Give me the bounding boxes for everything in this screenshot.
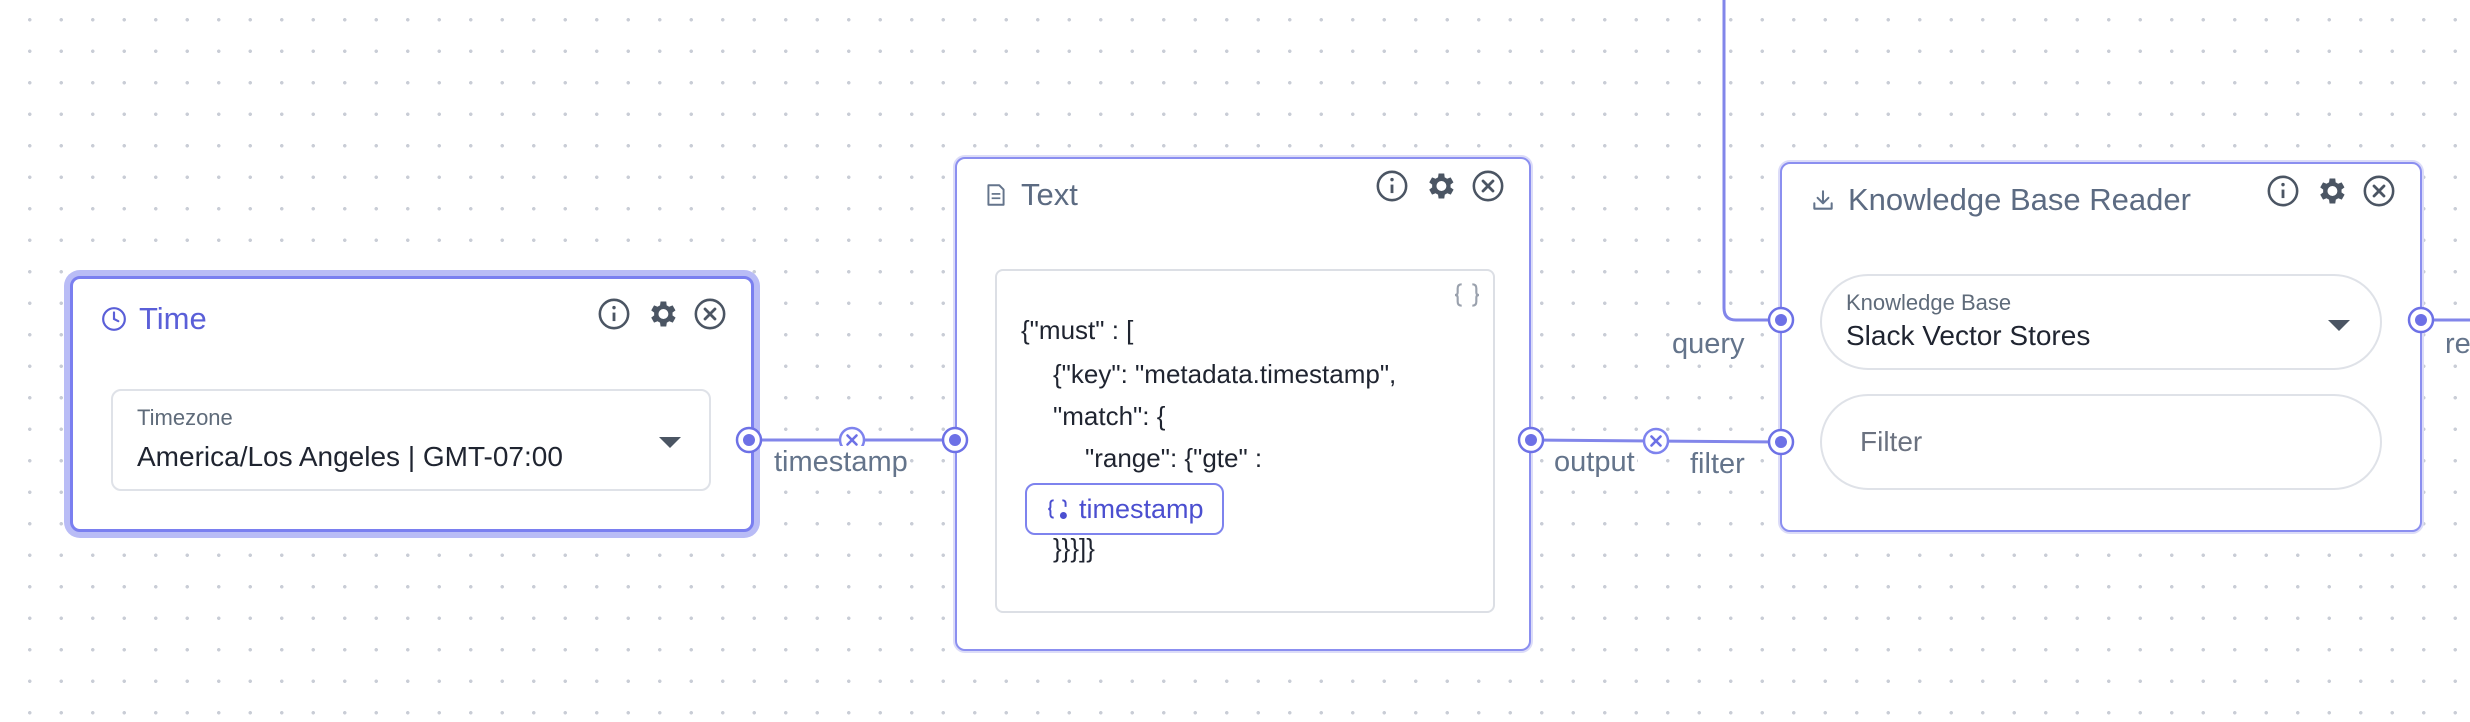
time-node[interactable]: Time Timezone America/Los Angeles | GMT-… — [70, 276, 754, 532]
kb-output-handle[interactable] — [2406, 305, 2436, 335]
kb-reader-header: Knowledge Base Reader — [1810, 182, 2191, 218]
code-line: }}}]} — [1053, 533, 1095, 563]
kb-reader-node[interactable]: Knowledge Base Reader Knowledge Base Sla… — [1780, 162, 2422, 532]
close-icon[interactable] — [2362, 174, 2396, 208]
edge-label-filter: filter — [1688, 448, 1747, 481]
remove-edge-icon[interactable] — [1641, 426, 1671, 456]
knowledge-base-value: Slack Vector Stores — [1846, 320, 2091, 351]
curly-braces-icon[interactable] — [1451, 279, 1483, 311]
filter-input[interactable]: Filter — [1820, 394, 2382, 490]
info-icon[interactable] — [2266, 174, 2300, 208]
clock-icon — [102, 307, 126, 331]
chevron-down-icon — [659, 437, 681, 448]
text-node-title: Text — [1021, 177, 1078, 212]
info-icon[interactable] — [1375, 169, 1409, 203]
time-node-actions — [597, 297, 727, 331]
text-node-actions — [1375, 169, 1505, 203]
variable-chip-timestamp[interactable]: timestamp — [1025, 483, 1224, 535]
code-line: {"must" : [ — [1021, 315, 1134, 345]
variable-chip-label: timestamp — [1079, 493, 1204, 524]
edge-label-kb-output: re — [2443, 328, 2470, 361]
edge-label-output: output — [1552, 446, 1637, 479]
close-icon[interactable] — [693, 297, 727, 331]
gear-icon[interactable] — [645, 297, 679, 331]
code-line: "range": {"gte" : — [1085, 443, 1263, 473]
variable-icon — [1048, 499, 1067, 519]
text-input-handle[interactable] — [940, 425, 970, 455]
edge-label-query: query — [1670, 328, 1747, 361]
code-line: {"key": "metadata.timestamp", — [1053, 359, 1397, 389]
time-output-handle[interactable] — [734, 425, 764, 455]
kb-filter-input-handle[interactable] — [1766, 427, 1796, 457]
timezone-select[interactable]: Timezone America/Los Angeles | GMT-07:00 — [111, 389, 711, 491]
time-node-header: Time — [101, 301, 207, 337]
knowledge-base-select[interactable]: Knowledge Base Slack Vector Stores — [1820, 274, 2382, 370]
time-node-title: Time — [139, 301, 207, 336]
text-output-handle[interactable] — [1516, 425, 1546, 455]
text-node-header: Text — [983, 177, 1078, 213]
timezone-label: Timezone — [137, 405, 233, 430]
close-icon[interactable] — [1471, 169, 1505, 203]
edge-query-input — [1722, 0, 1780, 322]
kb-reader-actions — [2266, 174, 2396, 208]
text-node[interactable]: Text {"must" : [ {"key": "metadata.times… — [955, 157, 1531, 651]
chevron-down-icon — [2328, 320, 2350, 331]
kb-query-input-handle[interactable] — [1766, 305, 1796, 335]
edge-label-timestamp: timestamp — [772, 446, 910, 479]
kb-reader-title: Knowledge Base Reader — [1848, 182, 2191, 217]
timezone-value: America/Los Angeles | GMT-07:00 — [137, 441, 563, 472]
info-icon[interactable] — [597, 297, 631, 331]
code-line: "match": { — [1053, 401, 1166, 431]
text-editor[interactable]: {"must" : [ {"key": "metadata.timestamp"… — [995, 269, 1495, 613]
knowledge-base-label: Knowledge Base — [1846, 290, 2012, 315]
filter-placeholder: Filter — [1860, 426, 1923, 457]
gear-icon[interactable] — [2314, 174, 2348, 208]
document-icon — [987, 184, 1005, 206]
download-icon — [1813, 190, 1833, 210]
gear-icon[interactable] — [1423, 169, 1457, 203]
